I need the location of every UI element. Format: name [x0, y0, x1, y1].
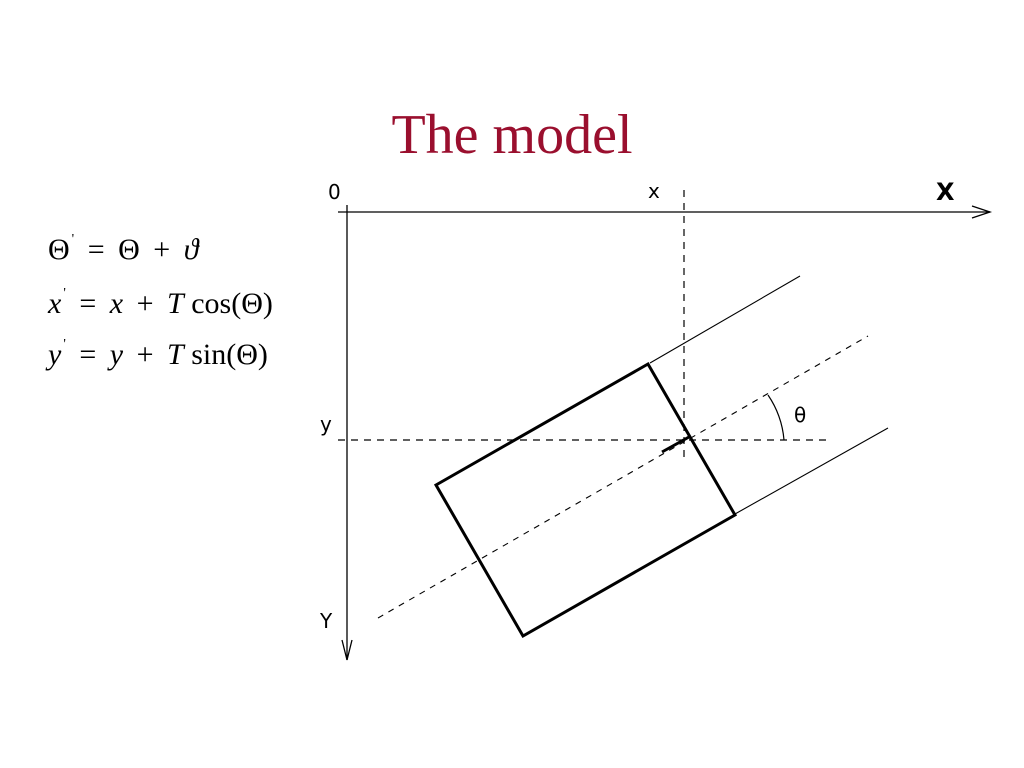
x-tick-label: x	[648, 179, 660, 203]
eq1-lhs: Θ	[48, 233, 70, 266]
eq2-equals: =	[79, 287, 97, 320]
left-track-line	[649, 275, 801, 364]
eq1-term1: Θ	[118, 233, 140, 266]
eq3-equals: =	[79, 338, 97, 371]
eq3-term2: T	[167, 338, 184, 371]
eq2-term2: T	[167, 287, 184, 320]
slide-title: The model	[391, 104, 633, 166]
heading-line	[377, 335, 869, 619]
eq3-plus: +	[136, 338, 154, 371]
eq2-plus: +	[136, 287, 154, 320]
y-tick-label: y	[320, 412, 332, 436]
eq2-lhs: x	[48, 287, 62, 320]
eq1-plus: +	[153, 233, 171, 266]
x-axis-arrowhead	[971, 205, 993, 219]
x-axis-label: X	[936, 178, 955, 206]
eq2-function: cos(Θ)	[191, 287, 273, 320]
angle-arc	[767, 394, 785, 441]
eq1-prime: '	[71, 232, 75, 247]
eq2-prime: '	[63, 286, 66, 301]
equation-y: y' = y + T sin(Θ)	[48, 327, 268, 373]
eq3-term1: y	[109, 338, 124, 371]
reference-point-marker	[661, 435, 690, 454]
equation-theta: Θ' = Θ + ϑ	[48, 222, 198, 268]
angle-label: θ	[794, 403, 806, 427]
eq1-term2: ϑ	[183, 233, 199, 266]
equation-x: x' = x + T cos(Θ)	[48, 276, 273, 322]
eq3-function: sin(Θ)	[191, 338, 268, 371]
origin-label: 0	[328, 180, 341, 204]
y-axis-label: Y	[319, 609, 333, 633]
eq1-equals: =	[87, 233, 105, 266]
robot-body	[433, 361, 738, 639]
eq3-prime: '	[63, 337, 66, 352]
y-axis-arrowhead	[341, 639, 353, 661]
eq2-term1: x	[109, 287, 124, 320]
right-track-line	[734, 427, 889, 515]
eq3-lhs: y	[48, 338, 62, 371]
